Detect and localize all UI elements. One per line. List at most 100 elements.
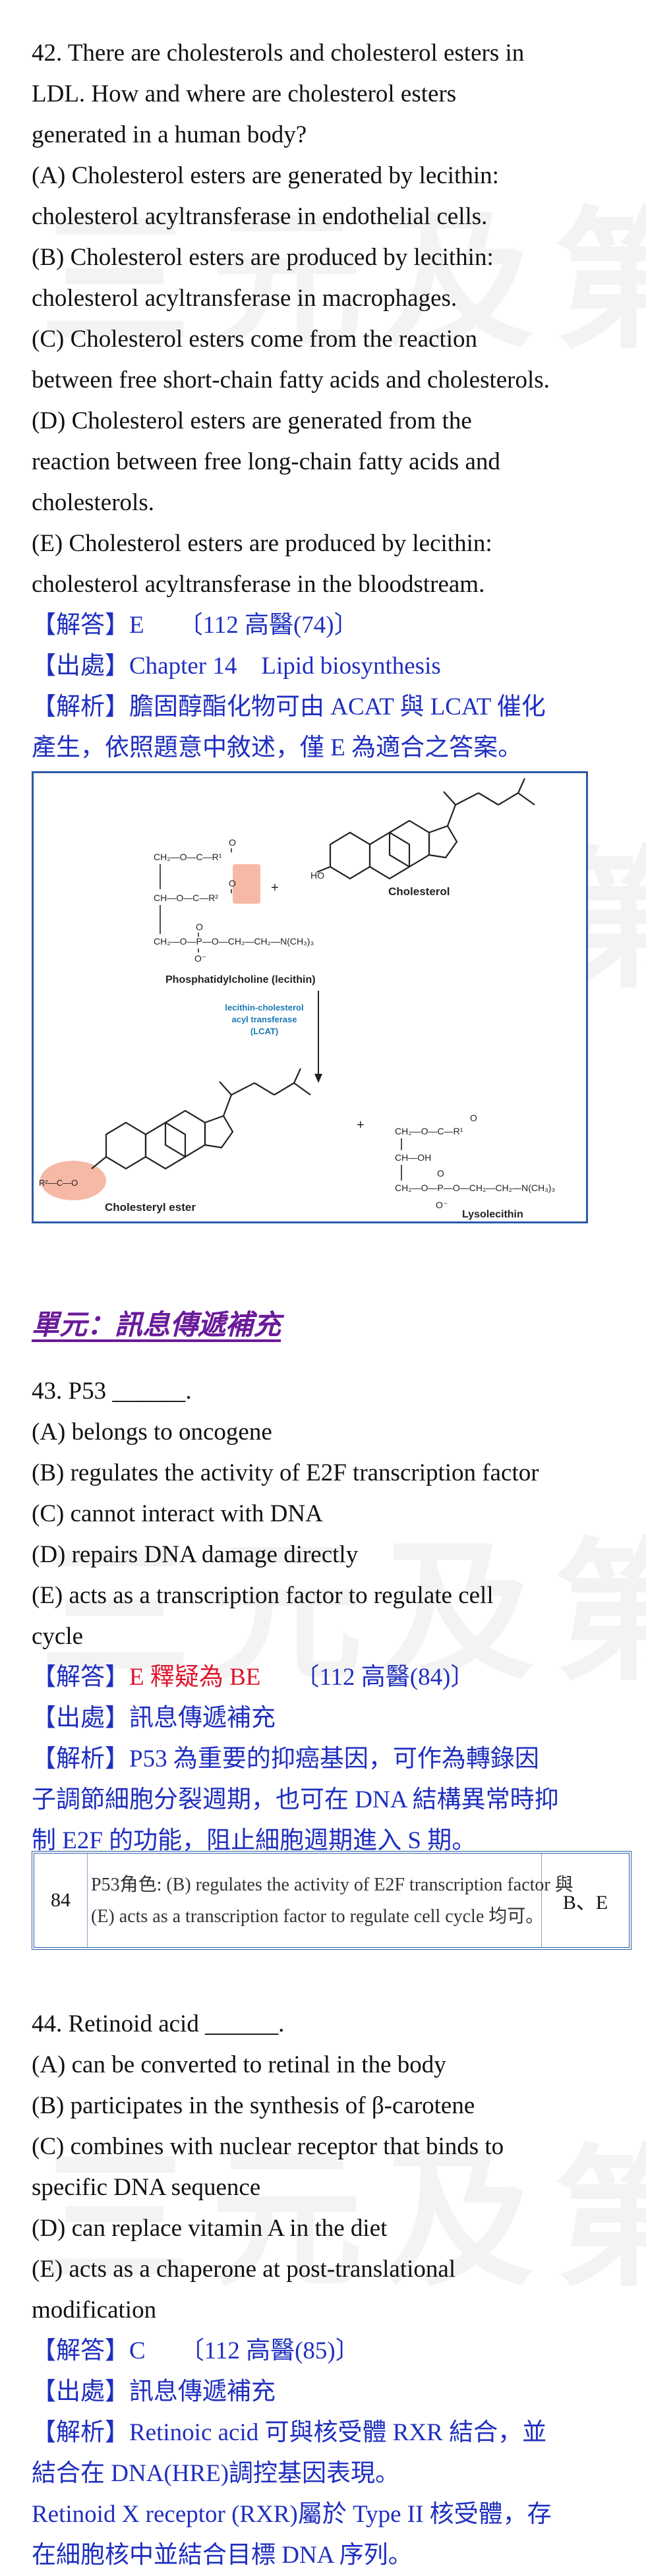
lcat-reaction-figure: HO Cholesterol CH₂—O—C—R¹ CH—O—C—R² CH₂—… — [32, 771, 588, 1223]
svg-text:O: O — [470, 1113, 477, 1123]
option-c: (C) cannot interact with DNA — [32, 1500, 323, 1527]
plus-sign: + — [271, 881, 279, 895]
answer-source: 〔112 高醫(85)〕 — [179, 2337, 360, 2364]
table-text-line: (E) acts as a transcription factor to re… — [91, 1906, 544, 1927]
answer-label: 【解答】 — [32, 612, 129, 639]
table-cell-result: B、E — [562, 1892, 608, 1914]
option-a: (A) belongs to oncogene — [32, 1419, 272, 1446]
acyl-highlight — [233, 864, 260, 904]
question-42-stem: 42. There are cholesterols and cholester… — [32, 40, 525, 67]
ester-highlight — [40, 1161, 106, 1200]
reaction-diagram: HO Cholesterol CH₂—O—C—R¹ CH—O—C—R² CH₂—… — [39, 778, 555, 1220]
source-line: 【出處】Chapter 14 Lipid biosynthesis — [32, 646, 612, 687]
option-e: (E) acts as a transcription factor to re… — [32, 1582, 494, 1609]
explanation-line: 【解析】Retinoic acid 可與核受體 RXR 結合，並 — [32, 2413, 612, 2453]
lecithin-bonds — [160, 848, 232, 952]
source-label: 【出處】 — [32, 2378, 129, 2405]
option-c: specific DNA sequence — [32, 2174, 261, 2201]
question-44-stem: 44. Retinoid acid ______. — [32, 2010, 285, 2037]
answer-value: E — [129, 612, 144, 639]
explanation-label: 【解析】 — [32, 693, 129, 720]
option-e: modification — [32, 2297, 157, 2324]
svg-text:O: O — [437, 1168, 444, 1179]
question-43-stem: 43. P53 ______. — [32, 1378, 192, 1405]
source-line: 【出處】訊息傳遞補充 — [32, 2372, 612, 2413]
ester-group: R²—C—O — [39, 1178, 78, 1188]
option-e: (E) Cholesterol esters are produced by l… — [32, 530, 492, 557]
cholesteryl-ester-label: Cholesteryl ester — [105, 1201, 196, 1214]
answer-value: C — [129, 2337, 146, 2364]
question-42: 42. There are cholesterols and cholester… — [32, 33, 612, 769]
option-b: (B) regulates the activity of E2F transc… — [32, 1459, 539, 1486]
lysolecithin-structure: CH₂—O—C—R¹ CH—OH CH₂—O—P—O—CH₂—CH₂—N(CH₃… — [395, 1113, 555, 1210]
svg-text:(LCAT): (LCAT) — [250, 1026, 278, 1036]
lecithin-label: Phosphatidylcholine (lecithin) — [165, 974, 316, 985]
cholesterol-structure — [316, 778, 535, 880]
svg-text:CH—O—C—R²: CH—O—C—R² — [154, 893, 218, 903]
source-line: 【出處】訊息傳遞補充 — [32, 1698, 612, 1739]
svg-text:acyl transferase: acyl transferase — [231, 1014, 297, 1024]
hydroxyl-label: HO — [310, 870, 324, 881]
table-cell-text: P53角色: (B) regulates the activity of E2F… — [87, 1854, 573, 1947]
option-c: between free short-chain fatty acids and… — [32, 366, 550, 394]
unit-heading: 單元：訊息傳遞補充 — [32, 1303, 612, 1343]
unit-title: 單元：訊息傳遞補充 — [32, 1308, 281, 1341]
answer-line: 【解答】E 釋疑為 BE 〔112 高醫(84)〕 — [32, 1657, 612, 1698]
lysolecithin-label: Lysolecithin — [462, 1209, 523, 1220]
explanation-text: 產生，依照題意中敘述，僅 E 為適合之答案。 — [32, 734, 523, 761]
explanation-text: P53 為重要的抑癌基因，可作為轉錄因 — [129, 1745, 539, 1772]
option-d: reaction between free long-chain fatty a… — [32, 448, 500, 475]
explanation-text: Retinoic acid 可與核受體 RXR 結合，並 — [129, 2419, 547, 2446]
explanation-text: 在細胞核中並結合目標 DNA 序列。 — [32, 2542, 413, 2569]
plus-sign: + — [357, 1118, 365, 1132]
explanation-label: 【解析】 — [32, 1745, 129, 1772]
explanation-text: 子調節細胞分裂週期，也可在 DNA 結構異常時抑 — [32, 1786, 559, 1813]
option-a: cholesterol acyltransferase in endotheli… — [32, 203, 488, 230]
option-e: cycle — [32, 1623, 84, 1650]
source-label: 【出處】 — [32, 653, 129, 680]
explanation-line: 【解析】P53 為重要的抑癌基因，可作為轉錄因 — [32, 1739, 612, 1780]
svg-text:CH₂—O—C—R¹: CH₂—O—C—R¹ — [154, 852, 222, 862]
option-b: (B) Cholesterol esters are produced by l… — [32, 244, 494, 271]
option-a: (A) Cholesterol esters are generated by … — [32, 162, 499, 189]
option-e: cholesterol acyltransferase in the blood… — [32, 571, 485, 598]
answer-label: 【解答】 — [32, 1664, 129, 1691]
option-c: (C) combines with nuclear receptor that … — [32, 2133, 504, 2160]
svg-text:O: O — [229, 878, 236, 889]
answer-source: 〔112 高醫(74)〕 — [178, 612, 359, 639]
svg-text:O⁻: O⁻ — [194, 953, 206, 964]
appeal-table: 84 P53角色: (B) regulates the activity of … — [32, 1851, 631, 1950]
svg-text:CH₂—O—C—R¹: CH₂—O—C—R¹ — [395, 1126, 463, 1136]
source-value: Chapter 14 Lipid biosynthesis — [129, 653, 441, 680]
option-d: (D) Cholesterol esters are generated fro… — [32, 407, 472, 434]
option-c: (C) Cholesterol esters come from the rea… — [32, 326, 478, 353]
explanation-line: 【解析】膽固醇酯化物可由 ACAT 與 LCAT 催化 — [32, 687, 612, 728]
arrow-head — [314, 1074, 322, 1083]
lecithin-structure: CH₂—O—C—R¹ CH—O—C—R² CH₂—O—P—O—CH₂—CH₂—N… — [154, 837, 314, 964]
answer-value: E 釋疑為 BE — [129, 1664, 261, 1691]
svg-text:lecithin-cholesterol: lecithin-cholesterol — [225, 1003, 303, 1012]
option-d: (D) repairs DNA damage directly — [32, 1541, 359, 1568]
source-label: 【出處】 — [32, 1705, 129, 1732]
source-value: 訊息傳遞補充 — [129, 1705, 276, 1732]
svg-text:CH₂—O—P—O—CH₂—CH₂—N(CH₃)₃: CH₂—O—P—O—CH₂—CH₂—N(CH₃)₃ — [395, 1183, 555, 1193]
option-d: (D) can replace vitamin A in the diet — [32, 2215, 388, 2242]
option-b: (B) participates in the synthesis of β-c… — [32, 2092, 475, 2119]
explanation-text: Retinoid X receptor (RXR)屬於 Type II 核受體，… — [32, 2501, 552, 2528]
explanation-text: 結合在 DNA(HRE)調控基因表現。 — [32, 2460, 400, 2487]
answer-line: 【解答】C〔112 高醫(85)〕 — [32, 2331, 612, 2372]
answer-line: 【解答】E 〔112 高醫(74)〕 — [32, 605, 612, 646]
question-43: 43. P53 ______. (A) belongs to oncogene … — [32, 1371, 612, 1861]
table-text-line: P53角色: (B) regulates the activity of E2F… — [91, 1875, 573, 1895]
option-e: (E) acts as a chaperone at post-translat… — [32, 2256, 456, 2283]
option-a: (A) can be converted to retinal in the b… — [32, 2051, 446, 2078]
svg-text:CH₂—O—P—O—CH₂—CH₂—N(CH₃)₃: CH₂—O—P—O—CH₂—CH₂—N(CH₃)₃ — [154, 936, 314, 947]
svg-text:O⁻: O⁻ — [436, 1200, 448, 1210]
answer-source: 〔112 高醫(84)〕 — [295, 1664, 475, 1691]
cholesteryl-ester-structure — [91, 1068, 311, 1170]
question-44: 44. Retinoid acid ______. (A) can be con… — [32, 2004, 612, 2576]
question-42-stem: LDL. How and where are cholesterol ester… — [32, 80, 457, 107]
option-d: cholesterols. — [32, 489, 154, 516]
explanation-text: 制 E2F 的功能，阻止細胞週期進入 S 期。 — [32, 1827, 477, 1854]
